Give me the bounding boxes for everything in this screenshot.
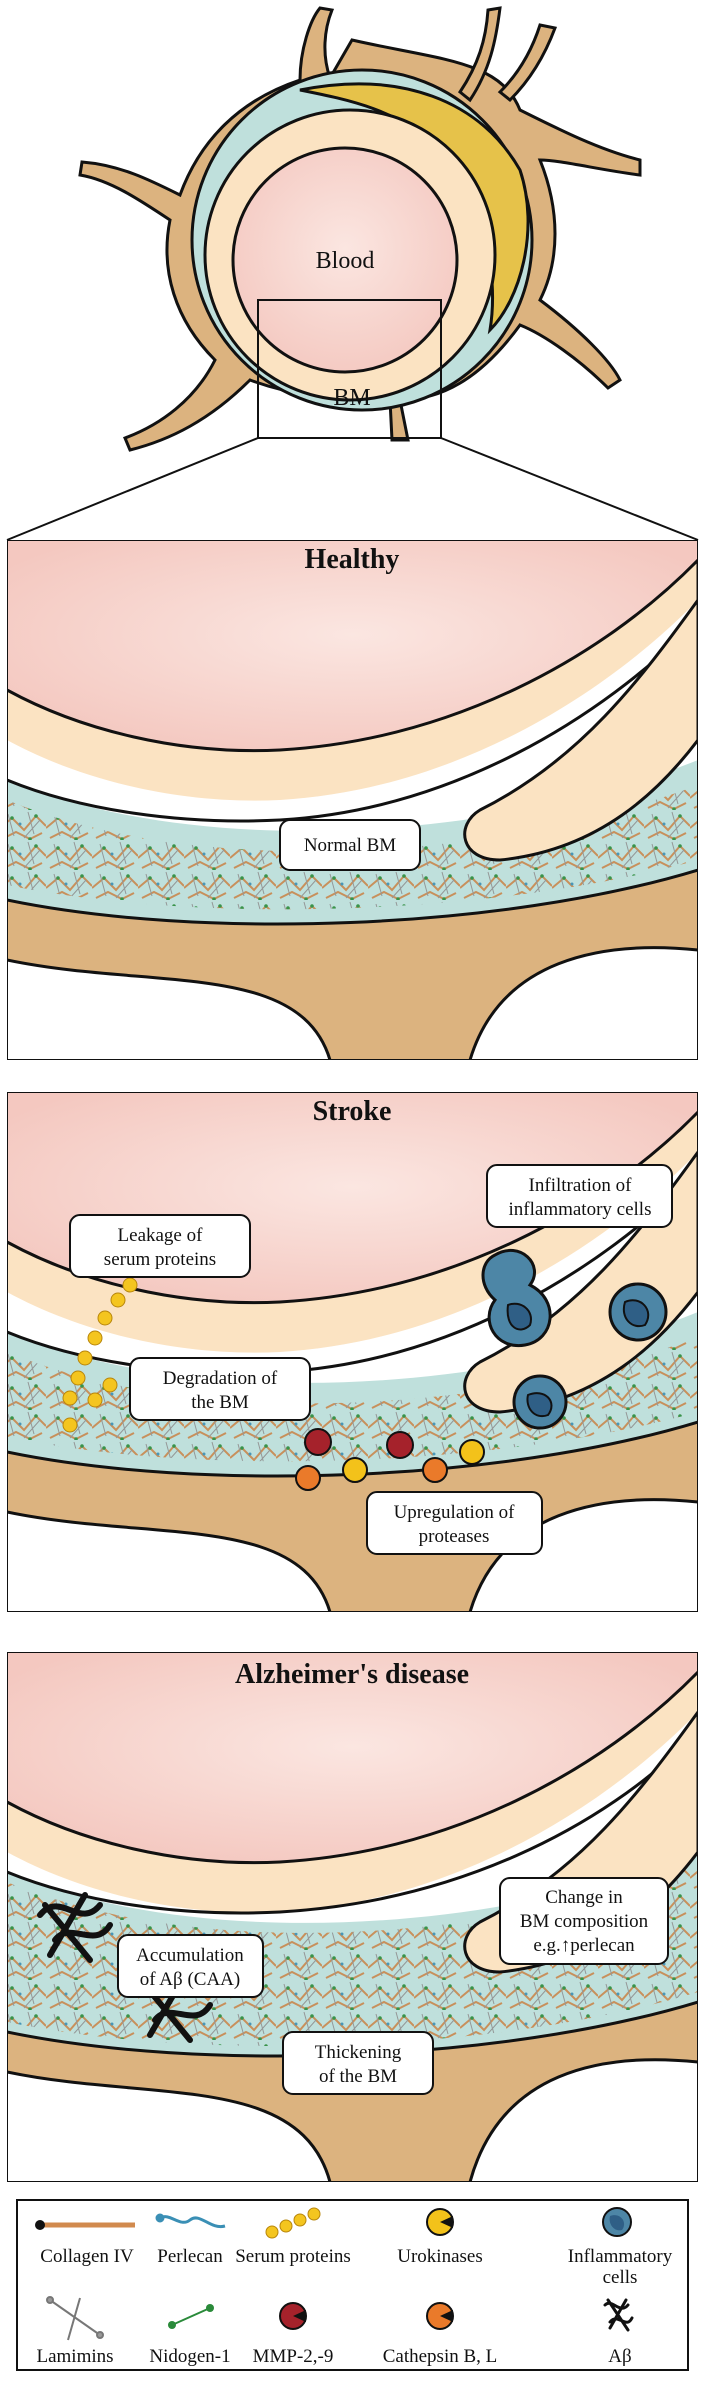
svg-text:MMP-2,-9: MMP-2,-9 (253, 2346, 334, 2367)
svg-text:Collagen IV: Collagen IV (40, 2246, 134, 2267)
svg-text:cells: cells (603, 2267, 638, 2288)
svg-text:of the BM: of the BM (319, 2066, 397, 2087)
inflammatory-cell-icon (602, 2207, 632, 2237)
callout-accumulation: Accumulation of Aβ (CAA) (117, 1934, 264, 1998)
svg-text:BM composition: BM composition (520, 1911, 649, 1932)
perlecan-icon (155, 2213, 226, 2229)
panel-healthy-title: Healthy (305, 544, 400, 575)
callout-leakage: Leakage of serum proteins (69, 1214, 251, 1278)
svg-text:Cathepsin B, L: Cathepsin B, L (383, 2346, 498, 2367)
bm-label: BM (333, 385, 370, 411)
blood-label: Blood (316, 248, 375, 274)
svg-text:Change in: Change in (545, 1887, 623, 1908)
svg-text:Serum proteins: Serum proteins (235, 2246, 351, 2267)
svg-text:inflammatory cells: inflammatory cells (509, 1199, 652, 1220)
amyloid-beta-icon (603, 2298, 634, 2332)
svg-text:Aβ: Aβ (608, 2346, 631, 2367)
serum-protein-icon (265, 2207, 321, 2239)
svg-text:Perlecan: Perlecan (157, 2246, 223, 2267)
svg-text:Normal BM: Normal BM (304, 835, 396, 856)
svg-text:Accumulation: Accumulation (136, 1945, 244, 1966)
svg-text:Thickening: Thickening (315, 2042, 402, 2063)
callout-normal-bm: Normal BM (279, 819, 421, 871)
svg-text:Upregulation of: Upregulation of (394, 1502, 516, 1523)
svg-text:serum proteins: serum proteins (104, 1249, 216, 1270)
protease-cluster (295, 1428, 485, 1491)
svg-text:of Aβ (CAA): of Aβ (CAA) (140, 1969, 240, 1990)
svg-text:Lamimins: Lamimins (36, 2346, 113, 2367)
zoom-box (257, 299, 442, 439)
overview-vessel: Blood BM (6, 6, 699, 541)
cathepsin-icon (426, 2302, 454, 2330)
callout-upregulation: Upregulation of proteases (366, 1491, 543, 1555)
callout-infiltration: Infiltration of inflammatory cells (486, 1164, 673, 1228)
inflammatory-cells (481, 1248, 668, 1430)
svg-text:e.g.↑perlecan: e.g.↑perlecan (533, 1935, 635, 1956)
svg-text:Inflammatory: Inflammatory (568, 2246, 673, 2267)
panel-alzheimers-title: Alzheimer's disease (235, 1659, 469, 1690)
panel-healthy (7, 540, 698, 1060)
blood-lumen (231, 146, 459, 374)
mmp-icon (279, 2302, 307, 2330)
svg-text:the BM: the BM (191, 1392, 249, 1413)
callout-degradation: Degradation of the BM (129, 1357, 311, 1421)
svg-text:Nidogen-1: Nidogen-1 (149, 2346, 230, 2367)
svg-text:Urokinases: Urokinases (397, 2246, 482, 2267)
nidogen-icon (168, 2304, 214, 2329)
svg-text:Leakage of: Leakage of (118, 1225, 204, 1246)
laminin-icon (46, 2296, 104, 2341)
collagen-icon (35, 2220, 135, 2230)
callout-change: Change in BM composition e.g.↑perlecan (499, 1877, 669, 1965)
panel-stroke-title: Stroke (313, 1096, 392, 1127)
urokinase-icon (426, 2208, 454, 2236)
svg-text:Infiltration of: Infiltration of (529, 1175, 633, 1196)
legend: Collagen IV Perlecan Serum proteins Urok… (16, 2199, 689, 2371)
callout-thickening: Thickening of the BM (282, 2031, 434, 2095)
svg-text:proteases: proteases (419, 1526, 490, 1547)
svg-text:Degradation of: Degradation of (163, 1368, 278, 1389)
